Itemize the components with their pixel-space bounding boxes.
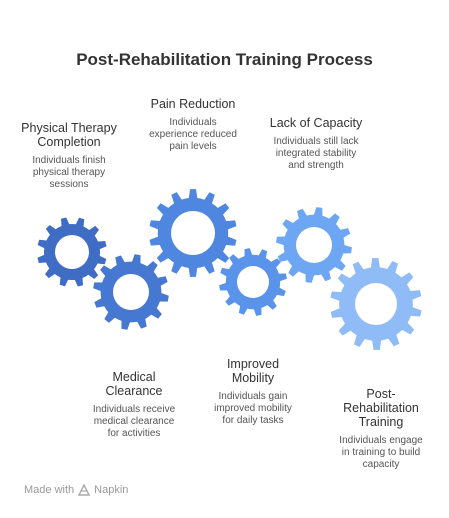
gear-lack-of-capacity	[276, 207, 352, 283]
gear-lack-of-capacity-hole	[296, 227, 332, 263]
step-heading: Pain Reduction	[150, 97, 236, 111]
gear-post-rehab-training	[330, 258, 422, 350]
gear-pain-reduction	[149, 189, 237, 277]
gear-physical-therapy-hole	[55, 235, 89, 269]
gear-medical-clearance	[93, 254, 169, 330]
footer-brand: Napkin	[94, 484, 129, 496]
footer: Made with Napkin	[24, 484, 128, 496]
footer-made-with: Made with	[24, 484, 75, 496]
step-heading: Lack of Capacity	[269, 116, 363, 130]
page-title: Post-Rehabilitation Training Process	[76, 50, 373, 69]
gear-physical-therapy	[37, 217, 107, 287]
gear-improved-mobility-hole	[237, 266, 269, 298]
gear-pain-reduction-hole	[171, 211, 215, 255]
gear-improved-mobility	[219, 248, 287, 316]
napkin-logo-icon	[78, 484, 91, 496]
gear-medical-clearance-hole	[113, 274, 149, 310]
gear-post-rehab-training-hole	[355, 283, 397, 325]
